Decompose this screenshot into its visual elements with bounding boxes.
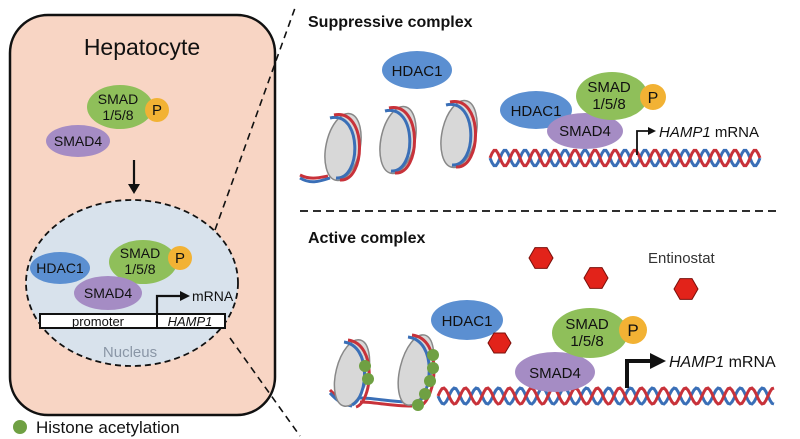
entinostat-molecules <box>528 247 699 300</box>
nucleus-smad4 <box>74 276 142 310</box>
nucleus-hdac1-label: HDAC1 <box>36 260 84 276</box>
act-nucleosome-1 <box>333 338 374 409</box>
entinostat-molecule <box>528 247 554 269</box>
nucleus-label: Nucleus <box>103 344 157 361</box>
sup-hdac1-free-label: HDAC1 <box>392 63 443 80</box>
cyto-smad158 <box>87 85 153 129</box>
sup-mrna-label: HAMP1 mRNA <box>659 124 759 141</box>
act-hdac1-label: HDAC1 <box>442 313 493 330</box>
promoter-label: promoter <box>72 314 125 329</box>
sup-smad158-label-1: SMAD <box>587 79 631 96</box>
active-title: Active complex <box>308 230 425 247</box>
nucleus-gene-label: HAMP1 <box>168 314 213 329</box>
sup-phospho <box>640 84 666 110</box>
act-tss-arrow <box>625 359 653 388</box>
nucleus-hdac1 <box>30 252 90 284</box>
sup-dna-blue <box>488 148 762 168</box>
act-smad158-label-1: SMAD <box>565 316 609 333</box>
entinostat-molecule <box>583 267 609 289</box>
cyto-smad158-label-1: SMAD <box>98 91 138 107</box>
sup-tss-arrowhead <box>648 127 656 135</box>
sup-dna-tail-red <box>299 173 329 180</box>
sup-nucleosome-3 <box>440 99 478 169</box>
acetylation-legend-dot <box>13 420 27 434</box>
nucleus-phospho-label: P <box>175 250 185 267</box>
nucleus-tss-arrowhead <box>180 291 190 301</box>
sup-dna-tail-blue <box>299 176 331 184</box>
nucleus-smad158 <box>109 240 177 284</box>
hepatocyte-title: Hepatocyte <box>84 34 200 60</box>
sup-hdac1-bound-label: HDAC1 <box>511 103 562 120</box>
cyto-phospho-label: P <box>152 102 162 119</box>
sup-hdac1-free <box>382 51 452 89</box>
nucleus-smad4-label: SMAD4 <box>84 285 132 301</box>
act-smad4-label: SMAD4 <box>529 365 581 382</box>
cyto-smad158-label-2: 1/5/8 <box>102 107 133 123</box>
translocation-arrowhead <box>128 184 140 194</box>
act-smad158-label-2: 1/5/8 <box>570 333 603 350</box>
act-phospho-label: P <box>627 321 638 340</box>
sup-smad158 <box>576 72 648 120</box>
zoom-line-top <box>214 7 296 231</box>
act-nucleosome-2 <box>397 333 439 411</box>
cyto-smad4-label: SMAD4 <box>54 133 102 149</box>
suppressive-title: Suppressive complex <box>308 14 473 31</box>
act-smad158 <box>552 308 628 358</box>
entinostat-label: Entinostat <box>648 250 716 267</box>
sup-smad4-label: SMAD4 <box>559 123 611 140</box>
entinostat-bound-to-hdac1 <box>487 332 512 354</box>
nucleus-mrna-label: mRNA <box>192 288 234 304</box>
nucleus-smad158-label-2: 1/5/8 <box>124 261 155 277</box>
act-dna-blue <box>436 386 775 406</box>
gene-box <box>39 313 226 329</box>
sup-phospho-label: P <box>648 90 659 107</box>
act-hdac1 <box>431 300 503 340</box>
sup-nucleosome-2 <box>379 105 417 175</box>
nucleus-smad158-label-1: SMAD <box>120 245 160 261</box>
cyto-phospho <box>145 98 169 122</box>
nucleus-tss-arrow <box>155 294 182 314</box>
sup-smad4 <box>547 113 623 149</box>
sup-hdac1-bound <box>500 91 572 129</box>
sup-tss-arrow <box>636 130 650 155</box>
sup-dna-red <box>488 148 762 168</box>
sup-nucleosome-1 <box>324 112 362 182</box>
act-phospho <box>619 316 647 344</box>
entinostat-molecule <box>673 278 699 300</box>
zoom-line-bottom <box>229 337 301 437</box>
act-smad4 <box>515 352 595 392</box>
sup-smad158-label-2: 1/5/8 <box>592 96 625 113</box>
nucleus-phospho <box>168 246 192 270</box>
cyto-smad4 <box>46 125 110 157</box>
act-mrna-label: HAMP1 mRNA <box>669 354 776 371</box>
act-dna-red <box>436 386 775 406</box>
acetylation-legend-label: Histone acetylation <box>36 418 180 437</box>
act-tss-arrowhead <box>650 353 666 369</box>
